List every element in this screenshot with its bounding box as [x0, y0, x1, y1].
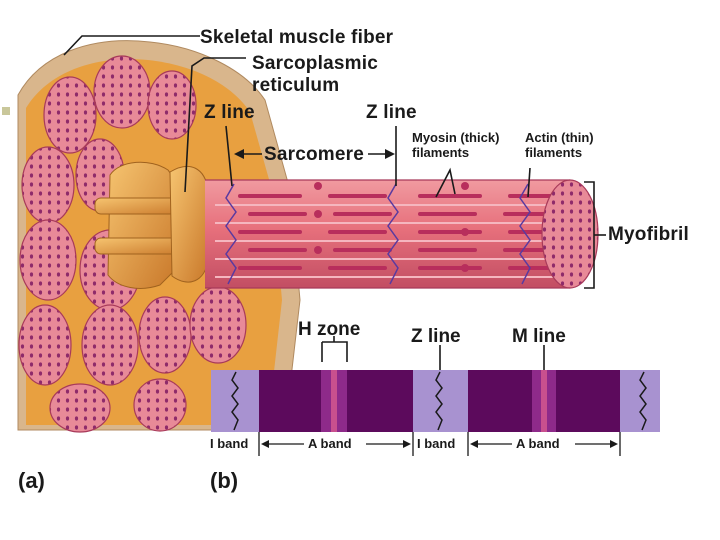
z-line-label-b: Z line [411, 326, 461, 347]
i-band-label-1: I band [208, 436, 251, 451]
myosin-filaments-label-line1: Myosin (thick) [412, 130, 500, 145]
a-band-segment [259, 370, 321, 432]
sarcoplasmic-reticulum [94, 161, 209, 289]
slide-bullet [2, 107, 10, 115]
actin-filaments-label-line2: filaments [525, 145, 583, 160]
actin-filaments-label-line1: Actin (thin) [525, 130, 594, 145]
myofibril-label: Myofibril [608, 224, 689, 245]
leader-lines [63, 35, 606, 362]
a-band-label-1: A band [306, 436, 354, 451]
a-band-label-2: A band [514, 436, 562, 451]
m-line-segment [331, 370, 337, 432]
h-zone-label: H zone [298, 319, 361, 340]
m-line-label: M line [512, 326, 566, 347]
sarcoplasmic-reticulum-label-line2: reticulum [252, 75, 340, 96]
sarcomere-label: Sarcomere [264, 144, 365, 165]
band-arrows [258, 432, 621, 456]
skeletal-muscle-fiber-label: Skeletal muscle fiber [200, 27, 394, 48]
m-line-segment [541, 370, 547, 432]
skeletal-muscle-fiber [17, 40, 301, 433]
myofibril [205, 179, 599, 289]
sarcoplasmic-reticulum-label-line1: Sarcoplasmic [252, 53, 378, 74]
myosin-filaments-label-line2: filaments [412, 145, 470, 160]
i-band-label-2: I band [415, 436, 458, 451]
a-band-segment [468, 370, 532, 432]
panel-b-label: (b) [210, 468, 239, 493]
a-band-segment [347, 370, 413, 432]
z-line-label-right: Z line [366, 102, 417, 123]
z-lines [231, 371, 647, 431]
z-line-label-left: Z line [204, 102, 255, 123]
a-band-segment [556, 370, 620, 432]
panel-a-label: (a) [18, 468, 45, 493]
sarcomere-arrow [234, 149, 395, 159]
sarcomere-band-diagram [211, 345, 660, 456]
